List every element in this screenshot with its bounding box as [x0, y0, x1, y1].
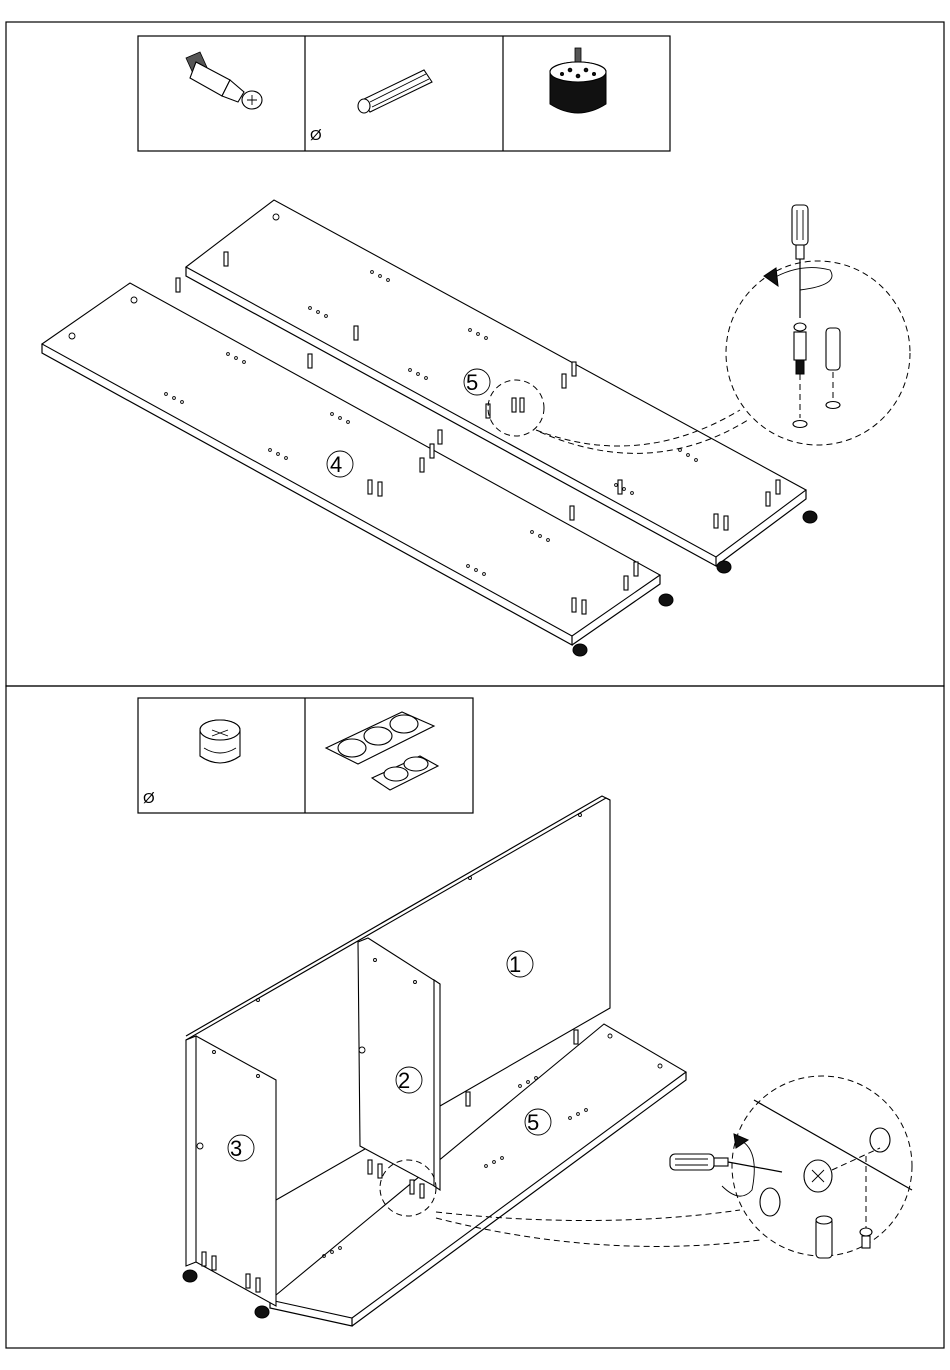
- rotate-arrow-icon: [722, 1140, 754, 1196]
- cam-lock-icon: [200, 720, 240, 763]
- screwdriver-icon: [670, 1154, 782, 1172]
- wooden-dowel-icon: [816, 1216, 832, 1258]
- cam-bolt-icon: [860, 1156, 872, 1248]
- panel-2: 2: [358, 938, 440, 1198]
- panel-3: 3: [183, 1036, 276, 1318]
- cam-lock-icon: [804, 1148, 880, 1192]
- wooden-dowel-icon: [826, 328, 840, 409]
- wooden-dowel-icon: [358, 70, 432, 113]
- step-1-hardware-note: Ø: [310, 127, 322, 144]
- leveling-foot-icon: [550, 48, 606, 113]
- rotate-arrow-icon: [770, 268, 832, 290]
- panel-4-label: 4: [330, 452, 342, 477]
- step-2-hardware-box: Ø: [138, 698, 473, 813]
- cam-bolt-icon: [186, 52, 262, 109]
- cam-bolt-icon: [793, 323, 807, 428]
- step-1-hardware-box: Ø: [138, 36, 670, 151]
- felt-pad-sheet-icon: [326, 712, 438, 790]
- step-2-hardware-note: Ø: [143, 790, 155, 807]
